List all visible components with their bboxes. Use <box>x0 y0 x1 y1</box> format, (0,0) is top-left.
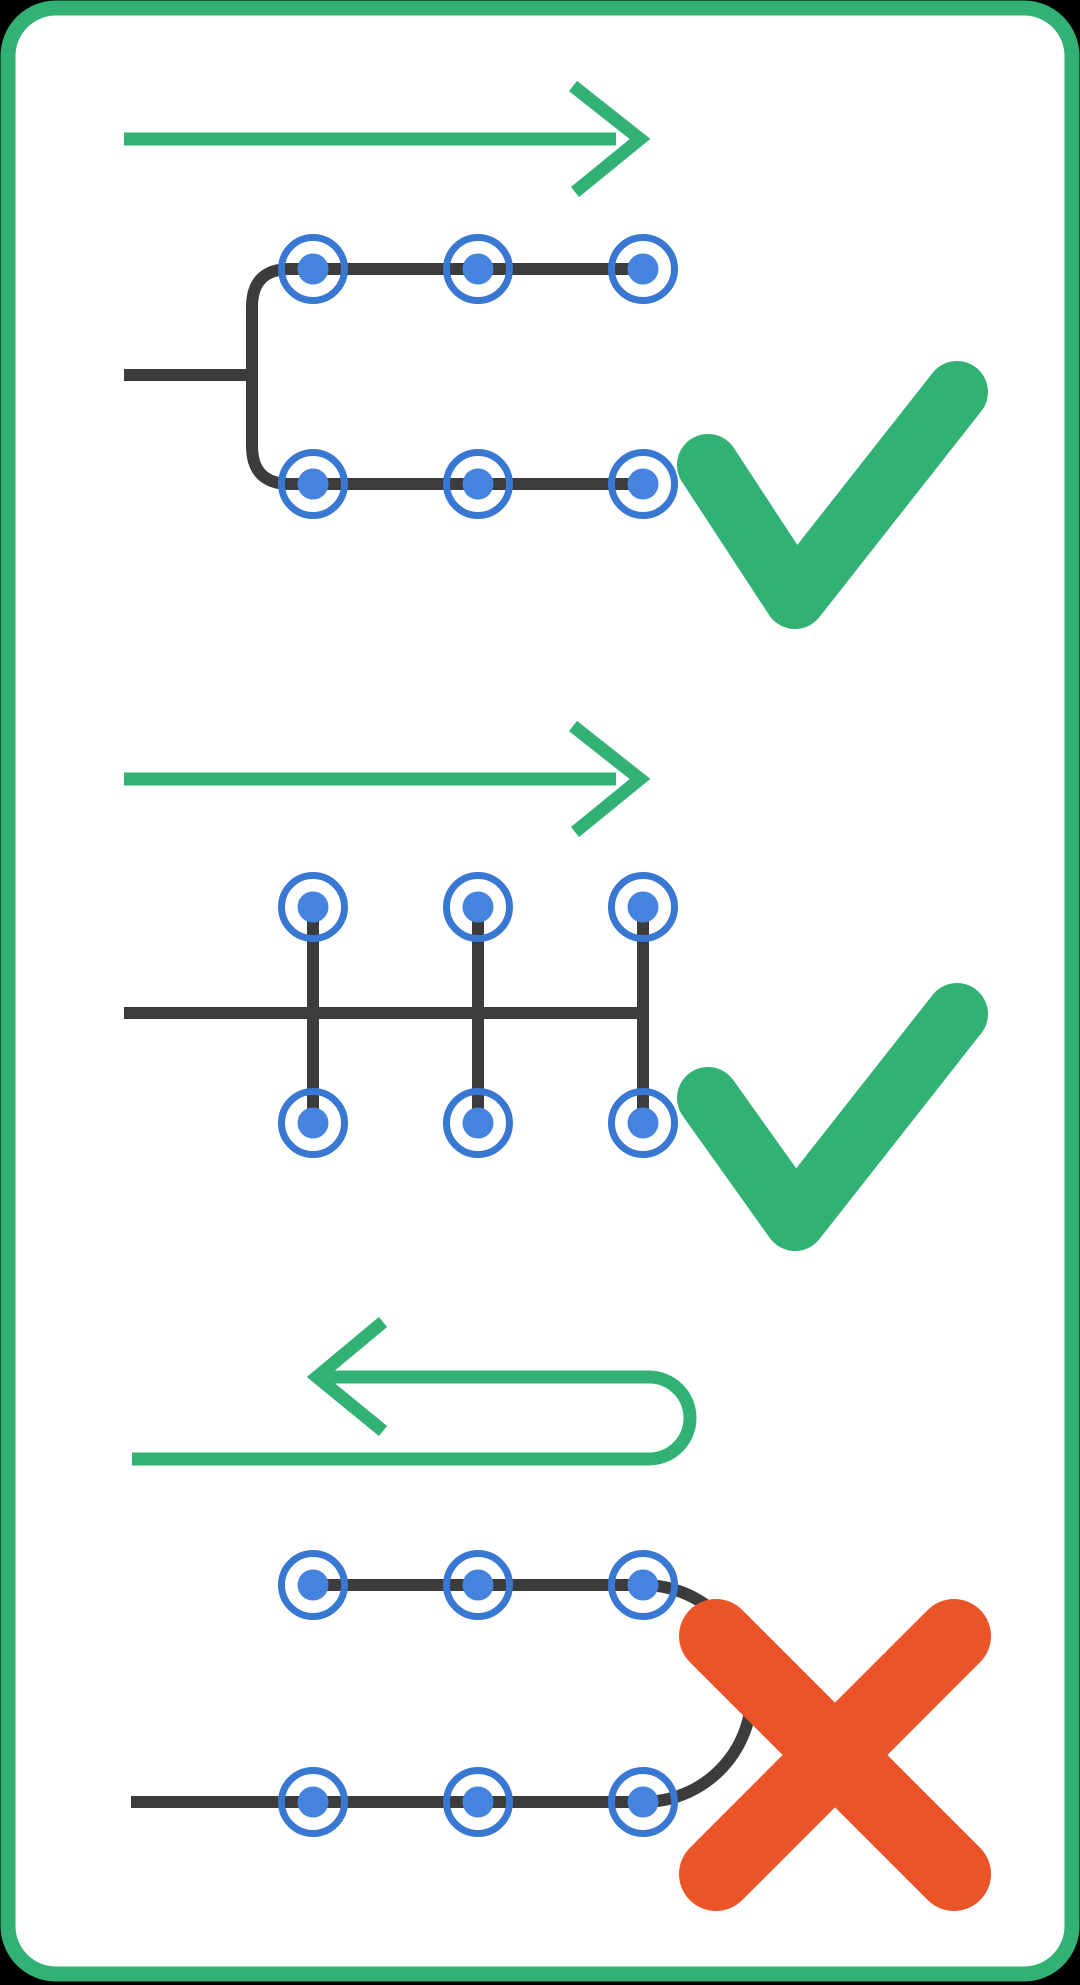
graph-line <box>246 263 643 375</box>
commit-node <box>278 234 348 304</box>
commit-node <box>443 872 513 942</box>
section-backward-loop <box>131 1317 991 1911</box>
node-ring <box>443 1767 513 1837</box>
node-dot <box>627 1569 659 1601</box>
node-dot <box>297 891 329 923</box>
node-dot <box>462 1569 494 1601</box>
node-ring <box>443 872 513 942</box>
commit-node <box>278 1088 348 1158</box>
section-perpendicular-crossing <box>124 720 988 1251</box>
node-ring <box>278 872 348 942</box>
node-dot <box>297 1786 329 1818</box>
uturn-left-arrow-icon <box>132 1317 697 1466</box>
cross-icon <box>679 1599 991 1911</box>
node-dot <box>462 253 494 285</box>
commit-node <box>608 1088 678 1158</box>
node-dot <box>627 1107 659 1139</box>
node-dot <box>297 468 329 500</box>
node-ring <box>443 1550 513 1620</box>
node-dot <box>627 468 659 500</box>
commit-node <box>443 1767 513 1837</box>
node-ring <box>278 1767 348 1837</box>
check-icon <box>677 361 988 629</box>
commit-node <box>608 449 678 519</box>
node-ring <box>443 449 513 519</box>
commit-node <box>443 449 513 519</box>
node-ring <box>278 234 348 304</box>
node-ring <box>278 449 348 519</box>
commit-node <box>278 449 348 519</box>
node-dot <box>627 891 659 923</box>
node-ring <box>608 234 678 304</box>
arrow-right-icon <box>124 80 651 198</box>
node-ring <box>608 1550 678 1620</box>
node-dot <box>462 891 494 923</box>
commit-node <box>443 234 513 304</box>
graph-line <box>246 375 643 490</box>
node-ring <box>608 1767 678 1837</box>
commit-node <box>608 234 678 304</box>
node-ring <box>443 234 513 304</box>
node-dot <box>462 468 494 500</box>
section-branch-split <box>124 80 988 629</box>
check-icon <box>677 983 988 1251</box>
node-ring <box>278 1088 348 1158</box>
commit-node <box>443 1088 513 1158</box>
cross-stroke <box>679 1599 991 1911</box>
node-dot <box>462 1107 494 1139</box>
node-ring <box>608 872 678 942</box>
node-ring <box>278 1550 348 1620</box>
commit-node <box>608 1550 678 1620</box>
commit-node <box>278 1767 348 1837</box>
commit-node <box>608 1767 678 1837</box>
node-dot <box>297 1569 329 1601</box>
node-dot <box>627 253 659 285</box>
node-dot <box>627 1786 659 1818</box>
commit-node <box>278 872 348 942</box>
node-ring <box>608 449 678 519</box>
arrow-right-icon <box>124 720 651 838</box>
node-ring <box>443 1088 513 1158</box>
node-ring <box>608 1088 678 1158</box>
node-dot <box>297 253 329 285</box>
node-dot <box>297 1107 329 1139</box>
commit-node <box>443 1550 513 1620</box>
commit-node <box>278 1550 348 1620</box>
commit-node <box>608 872 678 942</box>
node-dot <box>462 1786 494 1818</box>
